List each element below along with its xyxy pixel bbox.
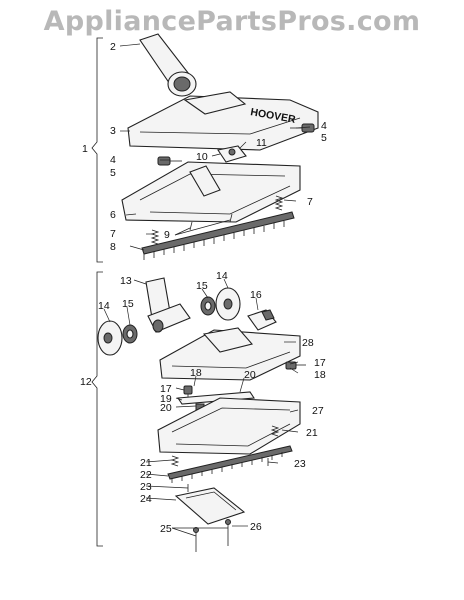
spring-part-21-right: [270, 425, 280, 437]
bearing-part-15-right: [200, 296, 216, 316]
callout-6: 6: [110, 209, 116, 221]
callout-5-left: 5: [110, 167, 116, 179]
upper-housing-part-3: HOOVER: [127, 91, 319, 151]
base-plate-part-27: [157, 397, 301, 455]
brush-strip-part-22: [167, 445, 293, 483]
callout-13: 13: [120, 275, 132, 287]
callout-7-left: 7: [110, 228, 116, 240]
callout-14-left: 14: [98, 300, 110, 312]
callouts-bottom: 12 13 14 15 14 15 16 28 17 18 17 18 19 2…: [80, 270, 326, 535]
callout-4-right: 4: [321, 120, 327, 132]
callout-12: 12: [80, 376, 92, 388]
leader-lines-top: [119, 43, 311, 251]
assembly-bracket-12: [91, 271, 103, 547]
hose-elbow-part-2: [139, 33, 197, 97]
callout-1: 1: [82, 143, 88, 155]
callout-15-left: 15: [122, 298, 134, 310]
bearing-part-15-left: [122, 324, 138, 344]
callout-20-upper: 20: [244, 369, 256, 381]
callout-10: 10: [196, 151, 208, 163]
brush-strip-part-8: [141, 211, 295, 260]
callout-19: 19: [160, 393, 172, 405]
callout-21-right: 21: [306, 427, 318, 439]
spring-part-21-left: [170, 455, 180, 467]
callout-28: 28: [302, 337, 314, 349]
callout-11: 11: [256, 137, 267, 149]
pin-part-9: [189, 213, 233, 231]
callout-24: 24: [140, 493, 152, 505]
screw-part-4-5-left: [157, 156, 182, 166]
watermark: AppliancePartsPros.com: [43, 6, 421, 37]
callout-16: 16: [250, 289, 262, 301]
callout-25: 25: [160, 523, 172, 535]
screw-part-25-26: [193, 519, 231, 552]
callout-3: 3: [110, 125, 116, 137]
latch-part-16: [247, 309, 277, 331]
callout-7-right: 7: [307, 196, 313, 208]
callout-17-left: 17: [160, 383, 172, 395]
spring-part-7-right: [274, 195, 284, 211]
callout-26: 26: [250, 521, 262, 533]
spring-part-7-left: [150, 229, 160, 245]
leader-lines-bottom: [103, 278, 299, 537]
screw-part-17-18-right: [285, 361, 306, 370]
callout-8: 8: [110, 241, 116, 253]
base-plate-part-6: [121, 161, 301, 223]
callout-23-left: 23: [140, 481, 152, 493]
callout-15-right: 15: [196, 280, 208, 292]
callout-17-right: 17: [314, 357, 326, 369]
wheel-part-14-left: [97, 320, 123, 356]
callout-5-right: 5: [321, 132, 327, 144]
callout-21-left: 21: [140, 457, 152, 469]
callout-14-right: 14: [216, 270, 228, 282]
wheel-part-14-right: [215, 287, 241, 321]
upper-housing-part-28: [159, 327, 301, 381]
callout-22: 22: [140, 469, 152, 481]
callout-4-left: 4: [110, 154, 116, 166]
callout-9: 9: [164, 229, 170, 241]
callout-2: 2: [110, 41, 116, 53]
latch-part-10-11: [217, 145, 247, 163]
callout-18-left: 18: [190, 367, 202, 379]
callout-18-right: 18: [314, 369, 326, 381]
elbow-part-13: [145, 277, 191, 333]
callout-23-right: 23: [294, 458, 306, 470]
bottom-plate-part-24: [174, 487, 246, 525]
assembly-bracket-1: [91, 37, 103, 263]
callout-27: 27: [312, 405, 324, 417]
callouts-top: 1 2 3 4 5 4 5 10 11 6 7 7 9 8: [82, 41, 327, 253]
callout-20-lower: 20: [160, 402, 172, 414]
